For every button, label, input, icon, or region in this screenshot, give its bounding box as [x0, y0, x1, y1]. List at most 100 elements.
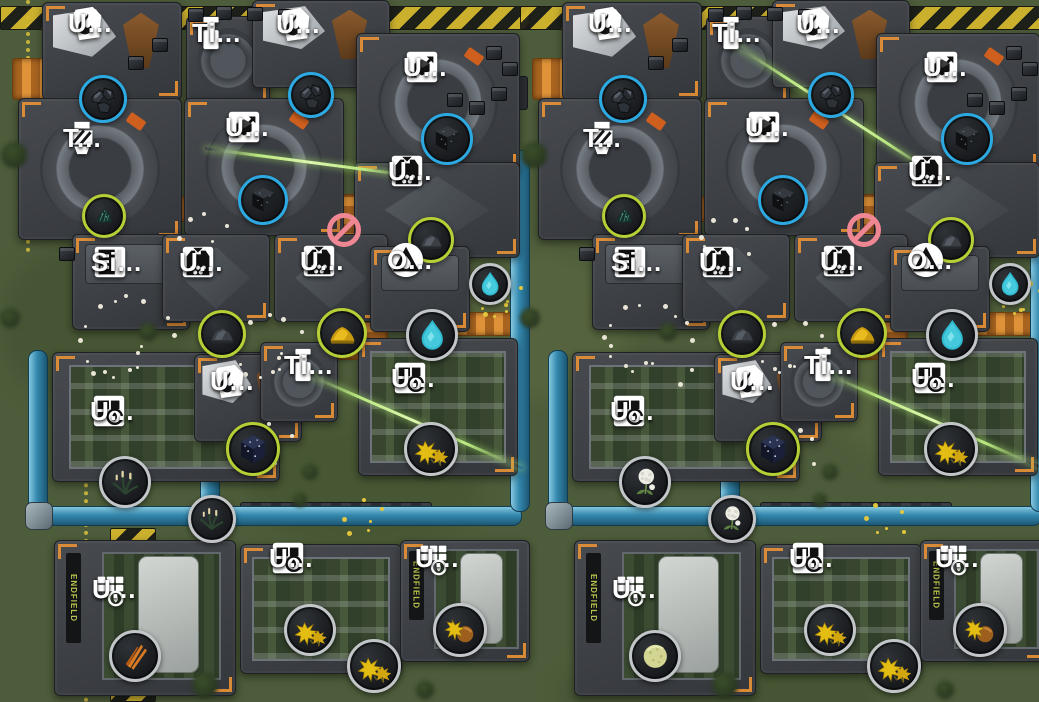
resource-badge-sparkle-cube[interactable] [226, 422, 280, 476]
pipe-junction[interactable] [545, 502, 573, 530]
yellow-flowers-glyph [357, 657, 392, 684]
fallen-petal [493, 314, 497, 318]
building-label-text: U... [796, 8, 841, 39]
water-pipe[interactable] [548, 350, 568, 520]
resource-badge-raw-rock[interactable] [198, 310, 246, 358]
resource-badge-reed-plant[interactable] [188, 495, 236, 543]
water-pipe[interactable] [30, 506, 522, 526]
fallen-petal [483, 312, 489, 318]
ground-debris-dot [139, 345, 143, 348]
fallen-petal [506, 300, 510, 303]
belt-item-cube [967, 93, 983, 107]
resource-badge-carbon-cube[interactable] [758, 175, 808, 225]
resource-badge-water-drop[interactable] [469, 263, 511, 305]
water-pipe[interactable] [28, 350, 48, 520]
ground-debris-dot [797, 427, 803, 433]
ground-debris-dot [140, 299, 146, 305]
belt-item-cube [1022, 62, 1038, 76]
belt-item-cube [579, 247, 595, 261]
resource-badge-gold-ore[interactable] [317, 308, 367, 358]
grass-bush [1, 142, 27, 168]
building-label-text: U... [908, 155, 953, 186]
fallen-petal [361, 497, 366, 502]
resource-badge-flower-tuber[interactable] [953, 603, 1007, 657]
crystal-plant-glyph [96, 209, 112, 223]
prohibited-icon [847, 213, 881, 247]
yellow-flowers-glyph [877, 657, 912, 684]
resource-badge-raw-rock[interactable] [718, 310, 766, 358]
resource-badge-seed-ball[interactable] [629, 630, 681, 682]
resource-badge-dandelion[interactable] [708, 495, 756, 543]
resource-badge-water-drop[interactable] [926, 309, 978, 361]
belt-item-cube [486, 46, 502, 60]
ground-debris-dot [802, 320, 808, 326]
fallen-petal [884, 527, 888, 531]
building-label-text: U... [276, 8, 321, 39]
belt-item-cube [469, 101, 485, 115]
coal-chunks-glyph [300, 84, 323, 109]
ground-debris-dot [171, 332, 177, 338]
fallen-petal [901, 529, 906, 534]
resource-badge-dandelion[interactable] [619, 456, 671, 508]
resource-badge-reed-plant[interactable] [99, 456, 151, 508]
resource-badge-water-drop[interactable] [989, 263, 1031, 305]
building-label-text: T... [583, 122, 622, 153]
building-crop-field-left[interactable]: ENDFIELD [54, 540, 236, 696]
ground-debris-dot [609, 344, 614, 349]
grass-bush [822, 464, 838, 480]
resource-badge-yellow-flowers[interactable] [347, 639, 401, 693]
ground-debris-dot [188, 217, 194, 223]
grass-bush [659, 323, 677, 341]
resource-badge-yellow-flowers[interactable] [924, 422, 978, 476]
resource-badge-yellow-flowers[interactable] [867, 639, 921, 693]
water-drop-glyph [421, 319, 443, 350]
ground-debris-dot [761, 359, 765, 363]
fallen-petal [1002, 304, 1006, 308]
compressor-icon [923, 48, 961, 86]
ground-debris-dot [276, 356, 281, 361]
resource-badge-yellow-flowers[interactable] [284, 604, 336, 656]
resource-badge-sparkle-cube[interactable] [746, 422, 800, 476]
resource-badge-crystal-plant[interactable] [602, 194, 646, 238]
resource-badge-coal-chunks[interactable] [79, 75, 127, 123]
resource-badge-coal-chunks[interactable] [599, 75, 647, 123]
ground-debris-dot [124, 293, 129, 298]
building-label-text: U... [300, 245, 345, 276]
gold-ore-glyph [849, 326, 875, 344]
resource-badge-carbon-cube[interactable] [421, 113, 473, 165]
fallen-petal [1012, 311, 1016, 315]
pump-icon [907, 241, 945, 279]
resource-badge-yellow-flowers[interactable] [404, 422, 458, 476]
furnace-icon [796, 5, 834, 43]
resource-badge-carbon-cube[interactable] [238, 175, 288, 225]
building-label-text: U... [391, 362, 436, 393]
resource-badge-crystal-plant[interactable] [82, 194, 126, 238]
resource-badge-orange-needles[interactable] [109, 630, 161, 682]
resource-badge-yellow-flowers[interactable] [804, 604, 856, 656]
resource-badge-coal-chunks[interactable] [808, 72, 854, 118]
belt-item-cube [1006, 46, 1022, 60]
belt-item-cube [188, 8, 204, 22]
resource-badge-coal-chunks[interactable] [288, 72, 334, 118]
ground-debris-dot [280, 352, 284, 355]
resource-badge-carbon-cube[interactable] [941, 113, 993, 165]
ground-debris-dot [772, 321, 778, 327]
pipe-junction[interactable] [25, 502, 53, 530]
ground-debris-dot [624, 364, 629, 369]
ground-debris-dot [238, 363, 242, 367]
water-pipe[interactable] [550, 506, 1039, 526]
cropfield-icon [612, 570, 650, 608]
carbon-cube-glyph [435, 125, 459, 151]
building-sifter-house-left[interactable] [682, 234, 790, 322]
belt-item-cube [152, 38, 168, 52]
building-label-text: Ti... [284, 349, 334, 380]
building-label-text: Ti... [804, 349, 854, 380]
resource-badge-raw-rock[interactable] [928, 217, 974, 263]
water-drop-glyph [941, 319, 963, 350]
brand-text: ENDFIELD [928, 550, 944, 621]
resource-badge-flower-tuber[interactable] [433, 603, 487, 657]
grass-bush [521, 142, 547, 168]
resource-badge-water-drop[interactable] [406, 309, 458, 361]
resource-badge-gold-ore[interactable] [837, 308, 887, 358]
